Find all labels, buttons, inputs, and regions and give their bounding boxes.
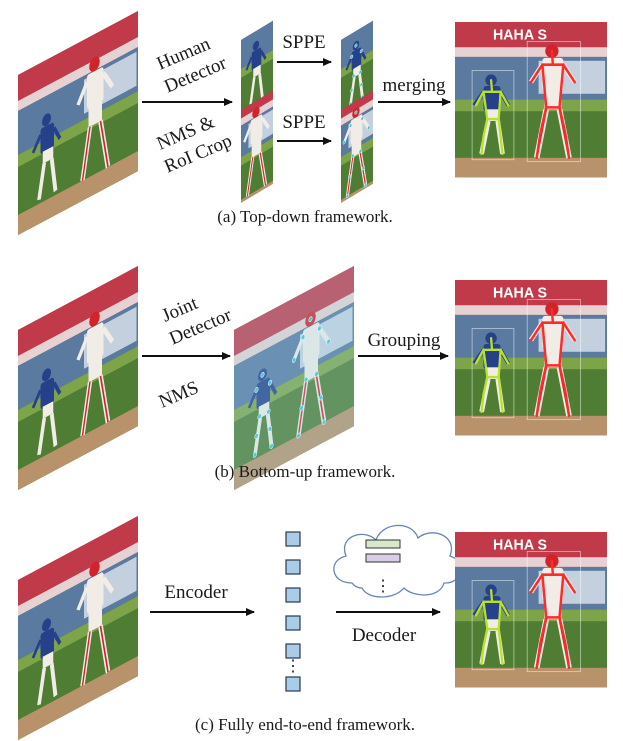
decoder-query <box>365 553 401 563</box>
panel-bottom-up: Joint Detector NMS Grouping HAHA S (b) B… <box>18 266 607 490</box>
encoder-token <box>285 587 301 603</box>
label-decoder: Decoder <box>352 625 417 646</box>
keypoint-image-b <box>234 266 354 490</box>
encoder-token-column: ⋮ <box>285 531 301 692</box>
label-grouping: Grouping <box>368 330 441 351</box>
label-sppe-2: SPPE <box>282 112 325 133</box>
result-image-b: HAHA S <box>455 280 607 435</box>
label-nms: NMS <box>156 377 202 412</box>
caption-a: (a) Top-down framework. <box>217 207 393 226</box>
label-merging: merging <box>383 75 446 96</box>
query-cloud: ⋮ <box>333 524 462 598</box>
label-sppe-1: SPPE <box>282 32 325 53</box>
stadium-sign-a: HAHA S <box>493 27 547 43</box>
stadium-sign-b: HAHA S <box>493 285 547 301</box>
label-joint-detector: Joint Detector <box>157 282 235 349</box>
stadium-sign-c: HAHA S <box>493 537 547 553</box>
input-image-c <box>18 516 138 740</box>
panel-top-down: Human Detector NMS & RoI Crop SPPE SPPE … <box>18 0 607 238</box>
panel-end-to-end: Encoder ⋮ ⋮ Decoder HAHA S (c) Fully end… <box>18 516 607 740</box>
input-image-b <box>18 266 138 490</box>
label-human-detector: Human Detector <box>152 30 230 97</box>
query-ellipsis: ⋮ <box>375 578 391 595</box>
decoder-queries <box>365 539 401 563</box>
encoder-token <box>285 676 301 692</box>
encoder-token <box>285 643 301 659</box>
result-image-a: HAHA S <box>455 22 607 177</box>
caption-b: (b) Bottom-up framework. <box>215 462 396 481</box>
label-encoder: Encoder <box>164 582 228 603</box>
token-ellipsis: ⋮ <box>285 658 301 675</box>
result-image-c: HAHA S <box>455 532 607 687</box>
encoder-token <box>285 531 301 547</box>
decoder-query <box>365 539 401 549</box>
label-nms-roi-crop: NMS & RoI Crop <box>152 108 235 177</box>
input-image-a <box>18 11 138 235</box>
caption-c: (c) Fully end-to-end framework. <box>195 715 415 734</box>
encoder-token <box>285 559 301 575</box>
encoder-token <box>285 615 301 631</box>
